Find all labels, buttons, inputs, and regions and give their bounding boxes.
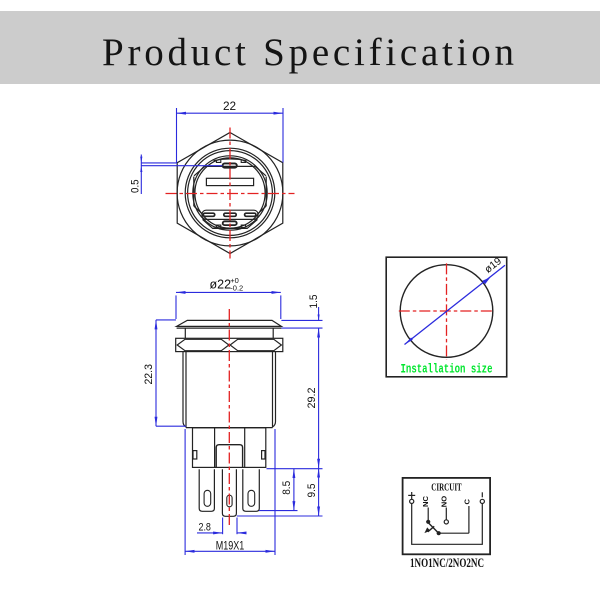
svg-text:9.5: 9.5 xyxy=(306,484,318,498)
svg-text:Product Specification: Product Specification xyxy=(102,31,514,74)
svg-text:2.8: 2.8 xyxy=(198,521,211,533)
svg-text:CIRCUIT: CIRCUIT xyxy=(431,482,462,493)
svg-text:Installation size: Installation size xyxy=(401,363,493,377)
svg-text:1.5: 1.5 xyxy=(308,295,320,309)
svg-text:22.3: 22.3 xyxy=(143,364,155,385)
svg-text:NO: NO xyxy=(440,496,449,507)
svg-text:29.2: 29.2 xyxy=(306,388,318,409)
svg-text:1NO1NC/2NO2NC: 1NO1NC/2NO2NC xyxy=(410,556,484,570)
svg-text:M19X1: M19X1 xyxy=(216,538,245,552)
svg-text:ø22: ø22 xyxy=(210,278,232,292)
svg-text:ø19: ø19 xyxy=(482,255,504,276)
svg-text:22: 22 xyxy=(223,99,236,113)
svg-text:NC: NC xyxy=(421,496,430,507)
svg-text:-0.2: -0.2 xyxy=(230,284,243,293)
svg-text:8.5: 8.5 xyxy=(281,481,293,495)
svg-text:0.5: 0.5 xyxy=(129,179,141,193)
svg-text:C: C xyxy=(462,499,471,505)
svg-text:+0: +0 xyxy=(230,276,239,285)
